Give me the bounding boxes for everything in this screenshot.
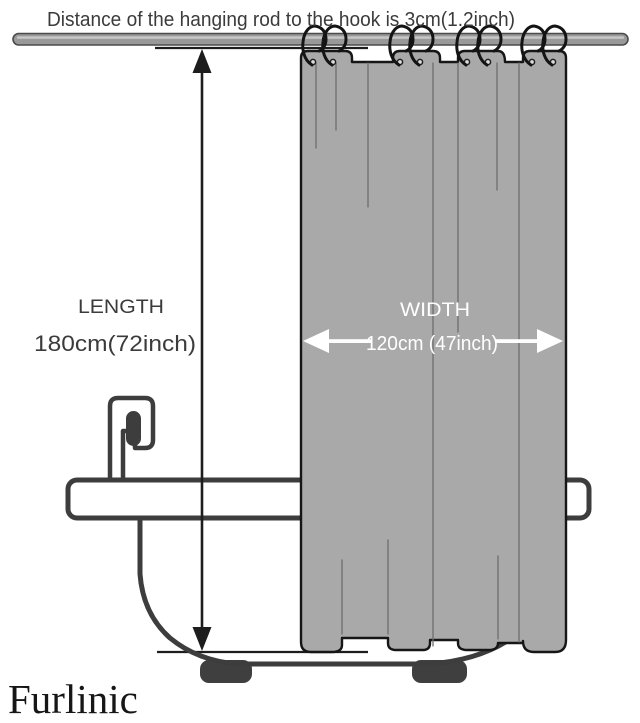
arrow-right-icon xyxy=(537,329,563,353)
width-arrow-shaft-left xyxy=(327,339,371,343)
shower-curtain xyxy=(299,49,568,654)
brand-logo: Furlinic xyxy=(8,676,138,722)
faucet-icon xyxy=(107,395,156,485)
curtain-hook-icon xyxy=(321,24,348,67)
length-value: 180cm(72inch) xyxy=(34,331,196,356)
curtain-hook-icon xyxy=(408,24,435,67)
length-label: LENGTH xyxy=(78,297,164,318)
curtain-hook-icon xyxy=(476,24,503,67)
curtain-fold-lines xyxy=(315,62,520,647)
curtain-hooks xyxy=(301,24,568,67)
width-label: WIDTH xyxy=(400,300,470,321)
width-arrow-shaft-right xyxy=(496,339,539,343)
length-arrow xyxy=(192,49,212,651)
arrow-down-icon xyxy=(192,627,212,651)
shower-rod xyxy=(12,32,629,46)
rod-bar xyxy=(12,32,629,46)
curtain-hook-icon xyxy=(541,24,568,67)
bathtub-body-outline xyxy=(137,517,530,667)
arrow-left-icon xyxy=(303,329,329,353)
curtain-hook-icon xyxy=(388,24,415,67)
faucet-outline xyxy=(107,395,156,485)
width-value: 120cm (47inch) xyxy=(366,333,498,355)
faucet-spout xyxy=(126,411,141,446)
width-arrow xyxy=(303,329,563,353)
rod-distance-note: Distance of the hanging rod to the hook … xyxy=(47,8,515,31)
curtain-hook-icon xyxy=(301,24,328,67)
arrow-up-icon xyxy=(192,49,212,73)
